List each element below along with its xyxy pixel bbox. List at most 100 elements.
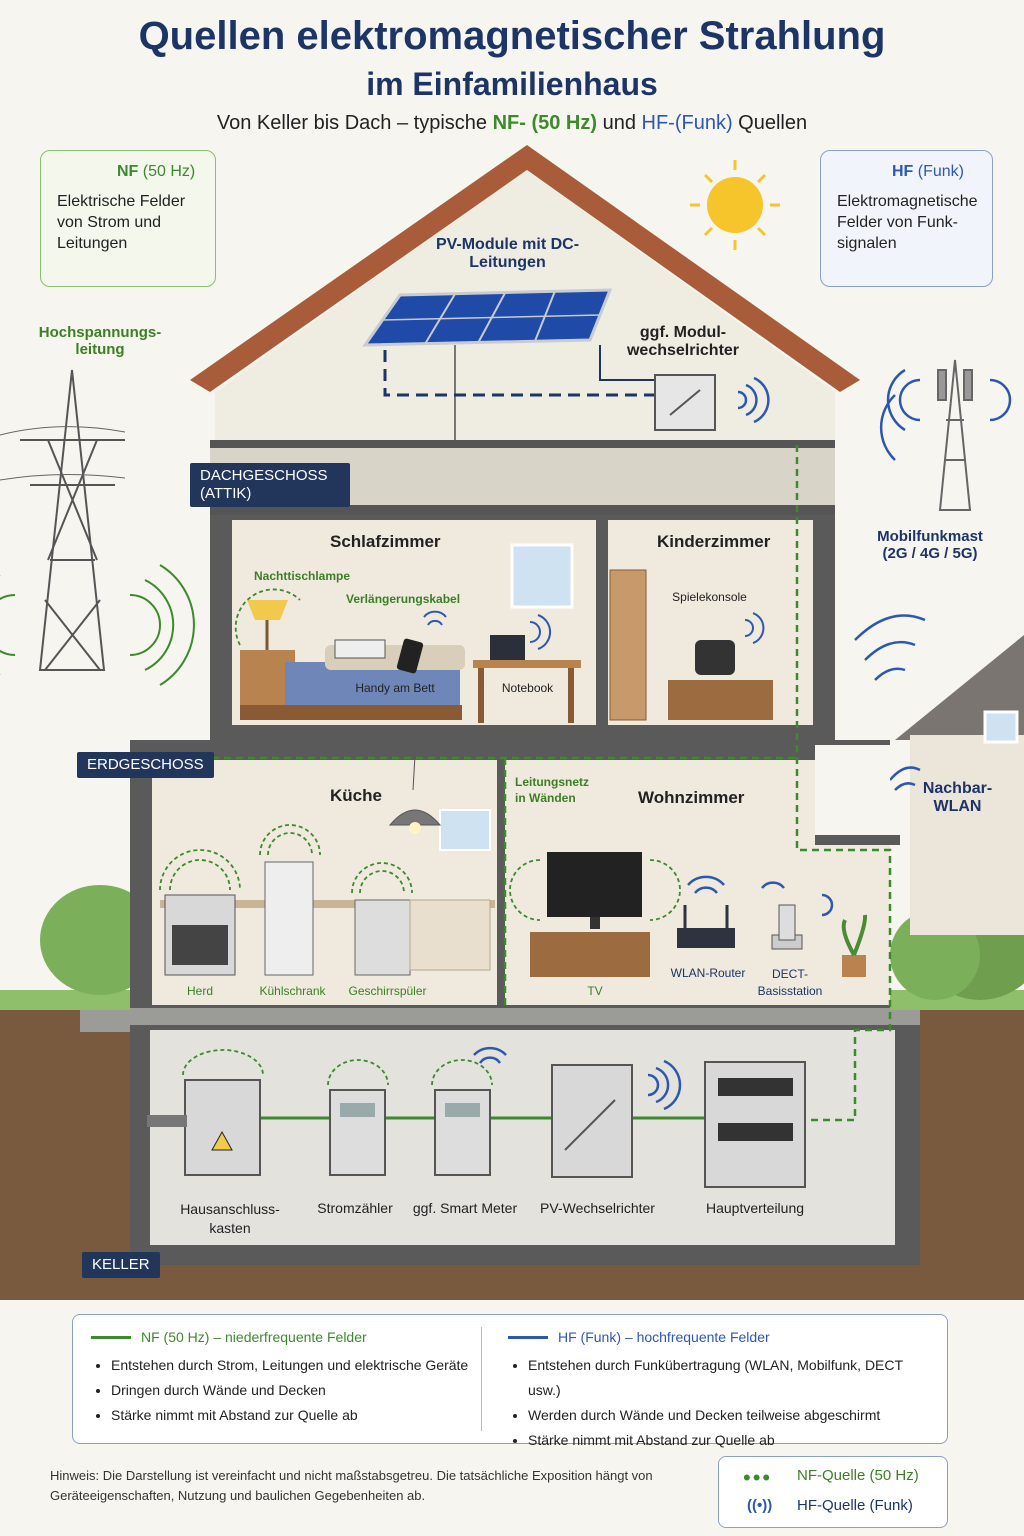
label-console: Spielekonsole xyxy=(672,590,747,604)
micro-inverter xyxy=(654,374,716,431)
label-bedside-lamp: Nachttischlampe xyxy=(254,569,351,583)
label-meter: Stromzähler xyxy=(317,1200,393,1216)
legend-hf-head: HF (Funk) – hochfrequente Felder xyxy=(558,1329,770,1345)
neighbor-house xyxy=(895,635,1024,935)
hf-box-title: HF xyxy=(892,163,914,180)
subtitle-hf: HF-(Funk) xyxy=(641,112,733,134)
tv-stand-kids xyxy=(668,640,773,720)
subtitle-pre: Von Keller bis Dach – typische xyxy=(216,112,493,134)
distribution-board xyxy=(704,1061,806,1188)
list-item: Stärke nimmt mit Abstand zur Quelle ab xyxy=(528,1428,938,1453)
hf-box-text: Elektromagnetische Felder von Funk-signa… xyxy=(837,193,978,252)
floor-badge-ground: ERDGESCHOSS xyxy=(77,752,214,778)
pylon-nf-waves xyxy=(0,564,195,686)
cell-tower-label: Mobilfunkmast (2G / 4G / 5G) xyxy=(877,528,983,562)
hf-key-icon: ((•)) xyxy=(747,1497,773,1514)
door xyxy=(609,569,647,721)
legend-nf-head: NF (50 Hz) – niederfrequente Felder xyxy=(141,1329,367,1345)
room-kids: Kinderzimmer xyxy=(657,532,771,551)
subtitle-post: Quellen xyxy=(732,112,808,134)
room-living: Wohnzimmer xyxy=(638,788,745,807)
list-item: Entstehen durch Funkübertragung (WLAN, M… xyxy=(528,1353,938,1403)
service-box xyxy=(184,1079,261,1176)
wiring-network xyxy=(152,445,892,1122)
legend-divider xyxy=(481,1327,482,1431)
legend-hf: HF (Funk) – hochfrequente Felder Entsteh… xyxy=(508,1329,938,1453)
label-distribution: Hauptverteilung xyxy=(705,1200,805,1216)
phone xyxy=(396,638,424,674)
neighbor-wlan-label: Nachbar-WLAN xyxy=(922,780,993,815)
label-dishwasher: Geschirrspüler xyxy=(348,984,427,998)
router xyxy=(677,928,735,948)
hf-line-swatch xyxy=(508,1335,548,1339)
label-extension-cable: Verlängerungskabel xyxy=(346,592,461,606)
list-item: Werden durch Wände und Decken teilweise … xyxy=(528,1403,938,1428)
label-service-box: Hausanschluss-kasten xyxy=(180,1201,280,1236)
label-wiring: Leitungsnetz in Wänden xyxy=(515,775,589,805)
label-notebook: Notebook xyxy=(501,681,554,695)
label-dect: DECT-Basisstation xyxy=(757,967,823,998)
legend-nf: NF (50 Hz) – niederfrequente Felder Ents… xyxy=(91,1329,491,1428)
nf-box-title-suffix: (50 Hz) xyxy=(138,163,196,180)
label-fridge: Kühlschrank xyxy=(259,984,326,998)
key-hf-label: HF-Quelle (Funk) xyxy=(797,1497,913,1514)
power-line-label: Hochspannungs-leitung xyxy=(38,324,162,358)
page-subtitle: Von Keller bis Dach – typische NF- (50 H… xyxy=(0,112,1024,135)
dc-cable xyxy=(383,350,655,397)
lamp-nf xyxy=(234,588,301,646)
tv-unit xyxy=(530,852,650,977)
room-bedroom: Schlafzimmer xyxy=(330,532,441,551)
room-kitchen: Küche xyxy=(330,786,382,805)
pv-modules-label: PV-Module mit DC-Leitungen xyxy=(435,236,580,271)
subtitle-nf: NF- (50 Hz) xyxy=(492,112,598,134)
notebook-desk xyxy=(473,635,581,723)
cell-tower xyxy=(937,359,973,511)
list-item: Entstehen durch Strom, Leitungen und ele… xyxy=(111,1353,491,1378)
dc-cable xyxy=(599,345,655,381)
meter xyxy=(329,1089,386,1176)
key-nf-label: NF-Quelle (50 Hz) xyxy=(797,1467,919,1484)
label-pv-inverter: PV-Wechselrichter xyxy=(540,1200,655,1216)
micro-inverter-hf xyxy=(737,376,770,424)
hf-info-box: HF (Funk) Elektromagnetische Felder von … xyxy=(820,150,993,287)
nf-info-box: NF (50 Hz) Elektrische Felder von Strom … xyxy=(40,150,216,287)
label-phone-bed: Handy am Bett xyxy=(355,681,435,695)
floor-badge-basement: KELLER xyxy=(82,1252,160,1278)
hf-box-title-suffix: (Funk) xyxy=(913,163,964,180)
page-title: Quellen elektromagnetischer Strahlung xyxy=(138,14,886,58)
list-item: Stärke nimmt mit Abstand zur Quelle ab xyxy=(111,1403,491,1428)
tower-hf-waves xyxy=(879,368,1012,461)
nf-box-text: Elektrische Felder von Strom und Leitung… xyxy=(57,193,186,252)
label-tv: TV xyxy=(587,984,603,998)
nf-box-title: NF xyxy=(117,163,139,180)
disclaimer-note: Hinweis: Die Darstellung ist vereinfacht… xyxy=(50,1468,653,1503)
lamp xyxy=(247,600,288,650)
kitchen-counter xyxy=(160,754,495,976)
nf-dots-icon: ••• xyxy=(743,1465,773,1490)
kitchen-nf xyxy=(159,824,413,894)
window xyxy=(510,543,574,609)
source-key: ••• NF-Quelle (50 Hz) ((•)) HF-Quelle (F… xyxy=(718,1456,948,1528)
sun xyxy=(690,160,780,250)
pv-inverter xyxy=(551,1064,633,1178)
smart-meter xyxy=(434,1089,491,1176)
bed xyxy=(240,645,465,720)
solar-panels xyxy=(362,288,613,440)
dect-phone xyxy=(778,904,796,941)
neighbor-hf-waves xyxy=(854,614,926,791)
label-smart-meter: ggf. Smart Meter xyxy=(412,1200,518,1216)
pylon xyxy=(0,369,126,671)
label-stove: Herd xyxy=(186,984,213,998)
label-router: WLAN-Router xyxy=(670,966,746,980)
legend-hf-list: Entstehen durch Funkübertragung (WLAN, M… xyxy=(508,1353,938,1453)
legend-nf-list: Entstehen durch Strom, Leitungen und ele… xyxy=(91,1353,491,1428)
nf-line-swatch xyxy=(91,1335,131,1339)
extension-cable xyxy=(334,639,386,659)
micro-inverter-label: ggf. Modul-wechselrichter xyxy=(626,324,740,359)
subtitle-mid: und xyxy=(597,112,642,134)
plant xyxy=(841,914,868,977)
legend-panel: NF (50 Hz) – niederfrequente Felder Ents… xyxy=(72,1314,948,1448)
page-title-line2: im Einfamilienhaus xyxy=(366,66,658,102)
floor-badge-attic: DACHGESCHOSS (ATTIK) xyxy=(190,463,350,507)
